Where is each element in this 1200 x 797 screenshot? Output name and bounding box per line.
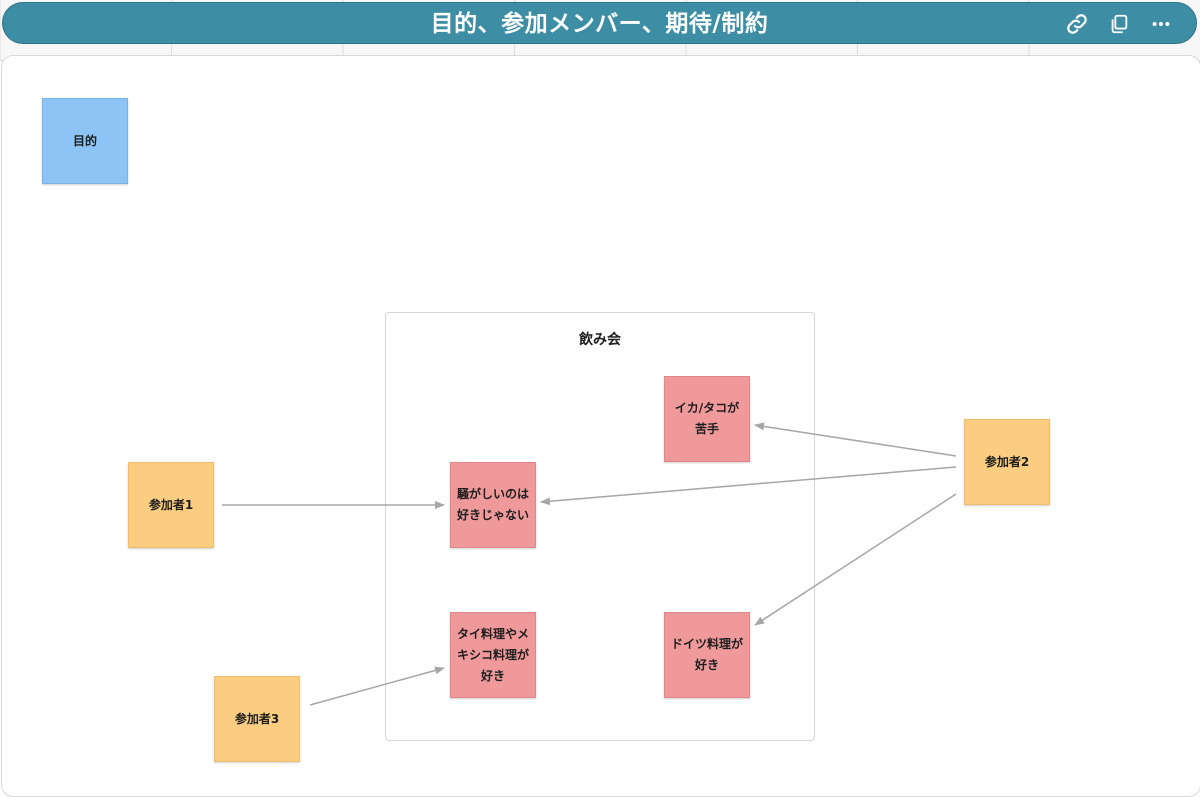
constraint-note-german[interactable]: ドイツ料理が 好き (664, 612, 750, 698)
purpose-label: 目的 (72, 133, 97, 148)
constraint-text: イカ/タコが 苦手 (674, 401, 740, 436)
constraint-note-thai-mexican[interactable]: タイ料理やメ キシコ料理が 好き (450, 612, 536, 698)
title-actions (1064, 3, 1174, 45)
constraint-note-noisy[interactable]: 騒がしいのは 好きじゃない (450, 462, 536, 548)
constraint-text: タイ料理やメ キシコ料理が 好き (456, 626, 529, 683)
constraint-note-squid-octopus[interactable]: イカ/タコが 苦手 (664, 376, 750, 462)
purpose-sticky-note[interactable]: 目的 (42, 98, 128, 184)
participant-note-2[interactable]: 参加者2 (964, 419, 1050, 505)
participant-label: 参加者1 (148, 497, 194, 512)
participant-label: 参加者3 (234, 711, 280, 726)
more-icon[interactable] (1148, 11, 1174, 37)
link-icon[interactable] (1064, 11, 1090, 37)
participant-label: 参加者2 (984, 454, 1030, 469)
participant-note-3[interactable]: 参加者3 (214, 676, 300, 762)
frame-title: 飲み会 (579, 332, 621, 348)
constraint-text: 騒がしいのは 好きじゃない (456, 487, 529, 522)
copy-icon[interactable] (1106, 11, 1132, 37)
constraint-text: ドイツ料理が 好き (670, 637, 743, 672)
participant-note-1[interactable]: 参加者1 (128, 462, 214, 548)
title-bar: 目的、参加メンバー、期待/制約 (2, 2, 1197, 44)
board-title: 目的、参加メンバー、期待/制約 (430, 11, 769, 37)
